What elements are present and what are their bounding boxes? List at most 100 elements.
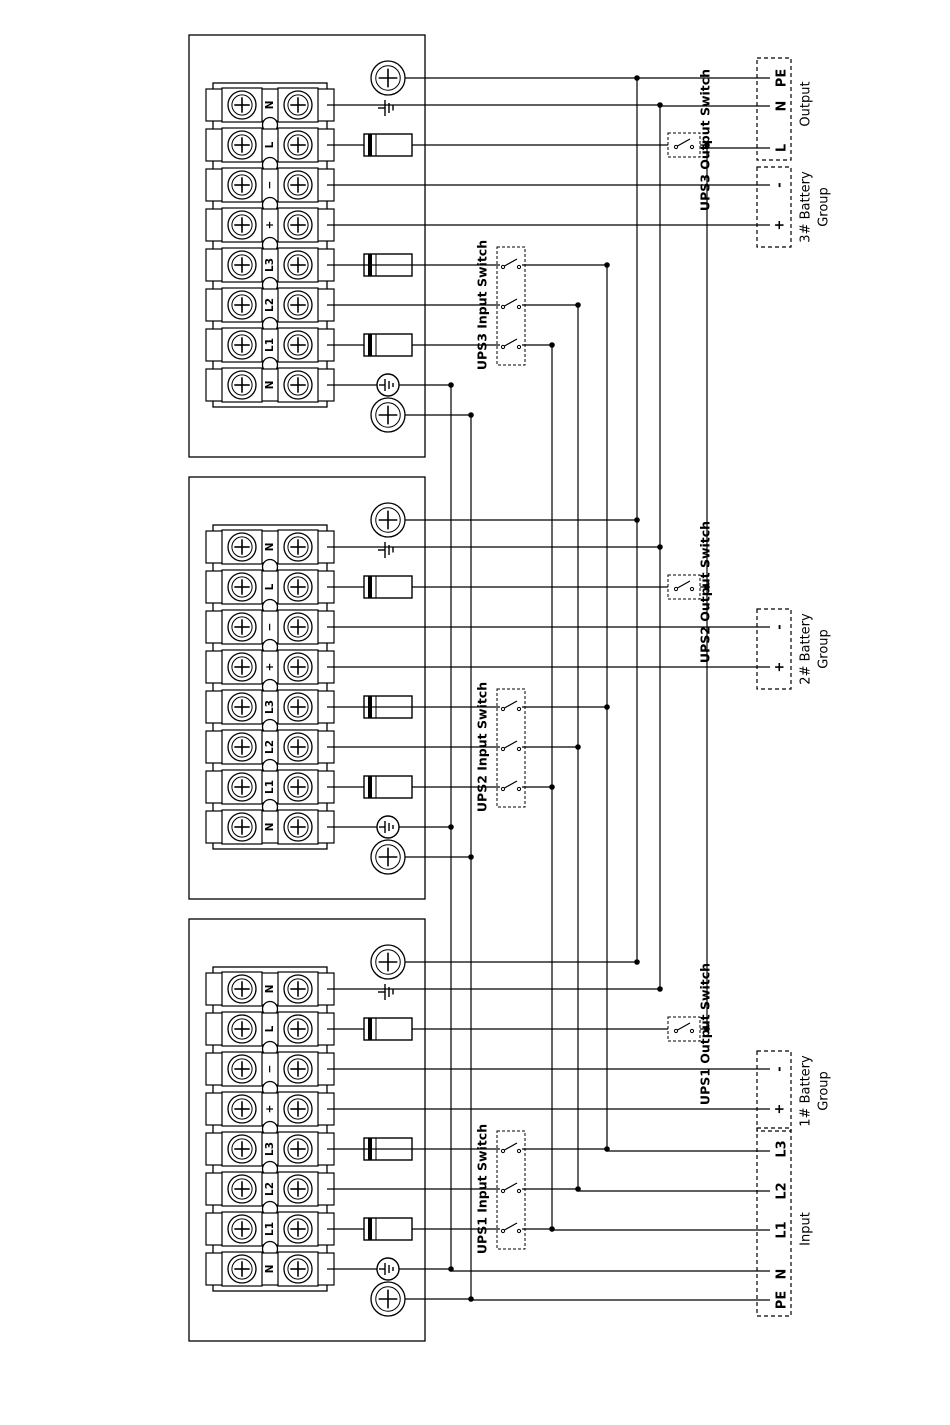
- terminal-screw-right-icon: [284, 773, 312, 801]
- terminal-screw-left-icon: [228, 773, 256, 801]
- terminal-screw-left-icon: [228, 813, 256, 841]
- terminal-screw-right-icon: [284, 331, 312, 359]
- input-l1-label: L1: [775, 1221, 790, 1238]
- terminal-screw-right-icon: [284, 371, 312, 399]
- battery-neg-label: -: [773, 182, 788, 187]
- terminal-screw-left-icon: [228, 693, 256, 721]
- terminal-screw-right-icon: [284, 251, 312, 279]
- terminal-screw-right-icon: [284, 211, 312, 239]
- contact-b: [517, 1229, 520, 1232]
- output-l-fuse-icon: [364, 576, 412, 598]
- contact-a: [501, 1149, 504, 1152]
- output-l-label: L: [775, 144, 790, 152]
- fuse-cap-left: [368, 1218, 372, 1240]
- fuse-cap-left: [368, 776, 372, 798]
- contact-blade: [678, 581, 691, 588]
- input-switch-contact: [501, 339, 520, 349]
- output-n-label: N: [775, 101, 790, 112]
- input-l2-label: L2: [775, 1182, 790, 1199]
- terminal-screw-left-icon: [228, 211, 256, 239]
- terminal-label: L: [264, 141, 276, 148]
- output-switch-box: [668, 1017, 700, 1041]
- terminal-screw-left-icon: [228, 1015, 256, 1043]
- terminal-screw-left-icon: [228, 291, 256, 319]
- output-switch-contact: [674, 1023, 693, 1033]
- input-switch-contact: [501, 1143, 520, 1153]
- contact-b: [690, 1029, 693, 1032]
- contact-a: [501, 747, 504, 750]
- input-switch-contact: [501, 259, 520, 269]
- output-switch-label: UPS1 Output Switch: [698, 963, 713, 1105]
- output-switch-label: UPS2 Output Switch: [698, 521, 713, 663]
- terminal-label: N: [264, 381, 276, 390]
- terminal-screw-left-icon: [228, 733, 256, 761]
- battery-neg-label: -: [773, 1066, 788, 1071]
- pe-screw-icon: [371, 398, 405, 432]
- battery-group-box: [757, 609, 791, 689]
- contact-a: [501, 305, 504, 308]
- terminal-screw-left-icon: [228, 1175, 256, 1203]
- terminal-screw-right-icon: [284, 693, 312, 721]
- contact-blade: [505, 701, 518, 708]
- pe-screw-icon: [371, 1282, 405, 1316]
- contact-a: [674, 587, 677, 590]
- terminal-screw-right-icon: [284, 1095, 312, 1123]
- terminal-screw-left-icon: [228, 1055, 256, 1083]
- terminal-label: N: [264, 985, 276, 994]
- input-switch-label: UPS3 Input Switch: [475, 240, 490, 370]
- contact-b: [517, 707, 520, 710]
- contact-a: [501, 345, 504, 348]
- battery-name-label: 1# Battery: [799, 1055, 814, 1127]
- output-switch-box: [668, 133, 700, 157]
- contact-b: [517, 305, 520, 308]
- terminal-label: L: [264, 583, 276, 590]
- contact-a: [674, 1029, 677, 1032]
- terminal-screw-right-icon: [284, 573, 312, 601]
- battery-name-label: 2# Battery: [799, 613, 814, 685]
- terminal-screw-left-icon: [228, 1135, 256, 1163]
- terminal-screw-left-icon: [228, 613, 256, 641]
- terminal-screw-left-icon: [228, 1095, 256, 1123]
- contact-a: [674, 145, 677, 148]
- battery-pos-label: +: [773, 1104, 788, 1115]
- terminal-screw-right-icon: [284, 1055, 312, 1083]
- terminal-screw-left-icon: [228, 1255, 256, 1283]
- terminal-label: N: [264, 1265, 276, 1274]
- terminal-label: −: [264, 1065, 276, 1074]
- terminal-label: −: [264, 181, 276, 190]
- terminal-screw-left-icon: [228, 331, 256, 359]
- battery-pos-label: +: [773, 662, 788, 673]
- terminal-screw-right-icon: [284, 91, 312, 119]
- battery-group-label: Group: [817, 629, 832, 669]
- terminal-label: +: [264, 663, 276, 672]
- battery-neg-label: -: [773, 624, 788, 629]
- fuse-cap-left: [368, 334, 372, 356]
- output-title: Output: [799, 81, 814, 126]
- protective-earth-icon: [377, 816, 399, 838]
- terminal-label: +: [264, 221, 276, 230]
- terminal-screw-right-icon: [284, 1255, 312, 1283]
- contact-blade: [505, 741, 518, 748]
- contact-a: [501, 707, 504, 710]
- contact-blade: [678, 1023, 691, 1030]
- battery-pos-label: +: [773, 220, 788, 231]
- contact-blade: [505, 1143, 518, 1150]
- input-pe-label: PE: [775, 1291, 790, 1309]
- terminal-label: L3: [264, 700, 276, 714]
- output-l-fuse-icon: [364, 134, 412, 156]
- terminal-screw-right-icon: [284, 653, 312, 681]
- output-l-fuse-icon: [364, 1018, 412, 1040]
- terminal-screw-left-icon: [228, 533, 256, 561]
- terminal-label: N: [264, 823, 276, 832]
- input-switch-label: UPS2 Input Switch: [475, 682, 490, 812]
- terminal-label: +: [264, 1105, 276, 1114]
- terminal-screw-left-icon: [228, 131, 256, 159]
- terminal-screw-left-icon: [228, 371, 256, 399]
- input-switch-contact: [501, 701, 520, 711]
- pe-screw-icon: [371, 61, 405, 95]
- battery-group-label: Group: [817, 1071, 832, 1111]
- terminal-label: L1: [264, 1222, 276, 1236]
- terminal-screw-left-icon: [228, 653, 256, 681]
- terminal-label: L: [264, 1025, 276, 1032]
